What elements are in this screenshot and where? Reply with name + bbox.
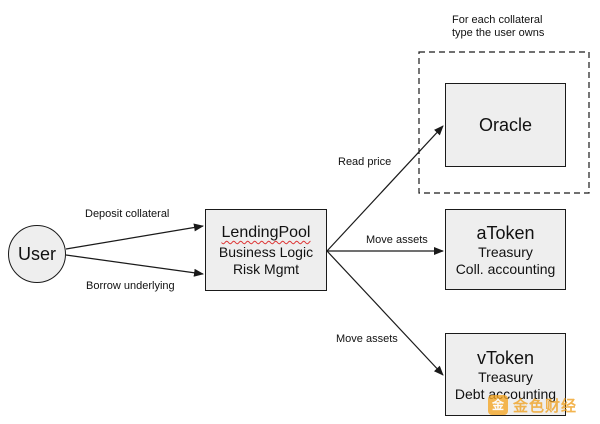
lending-pool-risk-mgmt: Risk Mgmt — [232, 261, 300, 277]
atoken-title: aToken — [476, 222, 535, 243]
collateral-note-line2: type the user owns — [452, 27, 545, 39]
watermark-icon: 金 — [488, 395, 508, 415]
arrow-move-assets-vtoken — [326, 250, 444, 376]
arrow-read-price — [326, 125, 444, 252]
collateral-note-line1: For each collateral — [452, 14, 543, 26]
edge-label-move-assets-vtoken: Move assets — [336, 333, 398, 345]
vtoken-title: vToken — [476, 347, 535, 368]
edge-label-read-price: Read price — [338, 156, 392, 168]
vtoken-debt-accounting: Debt accounting — [454, 385, 557, 402]
watermark-logo: 金 金色财经 — [488, 392, 596, 418]
atoken-treasury: Treasury — [478, 243, 533, 260]
lending-pool-box: LendingPool Business Logic Risk Mgmt — [205, 209, 327, 291]
arrow-borrow-underlying — [65, 254, 204, 277]
lending-pool-title: LendingPool — [221, 224, 311, 241]
atoken-box: aToken Treasury Coll. accounting — [445, 209, 566, 290]
collateral-dashed-group — [418, 51, 590, 194]
user-label: User — [17, 243, 56, 264]
lending-pool-business-logic: Business Logic — [218, 244, 314, 260]
edge-label-borrow-underlying: Borrow underlying — [86, 280, 175, 292]
user-node: User — [8, 225, 66, 283]
arrow-deposit-collateral — [65, 223, 204, 250]
watermark-text: 金色财经 — [513, 397, 578, 415]
vtoken-treasury: Treasury — [478, 368, 533, 385]
edge-label-move-assets-atoken: Move assets — [366, 234, 428, 246]
vtoken-box: vToken Treasury Debt accounting — [445, 333, 566, 416]
oracle-title: Oracle — [478, 115, 532, 135]
atoken-coll-accounting: Coll. accounting — [455, 260, 556, 277]
edge-label-deposit-collateral: Deposit collateral — [85, 208, 170, 220]
oracle-box: Oracle — [445, 83, 566, 167]
collateral-note: For each collateral type the user owns — [452, 14, 544, 40]
